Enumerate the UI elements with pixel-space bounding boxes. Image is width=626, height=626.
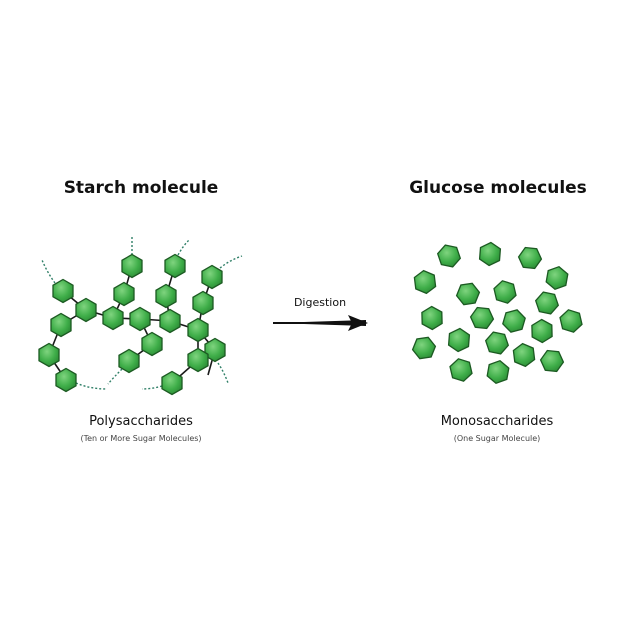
starch-sugar-unit	[141, 331, 163, 357]
glucose-molecule	[455, 282, 481, 306]
starch-sugar-unit	[50, 312, 72, 338]
dashed-end	[141, 385, 163, 390]
arrow-shaft	[273, 320, 366, 326]
glucose-molecule	[534, 291, 560, 315]
digestion-label: Digestion	[293, 296, 347, 309]
dashed-end	[75, 382, 108, 390]
glucose-molecule	[478, 241, 502, 267]
starch-sugar-unit	[75, 297, 97, 323]
starch-sugar-unit	[129, 306, 151, 332]
glucose-molecule	[447, 327, 471, 353]
starch-sugar-unit	[187, 347, 209, 373]
left-loop-link	[48, 309, 87, 381]
glucose-hexagons	[411, 241, 583, 385]
monosaccharides-note: (One Sugar Molecule)	[453, 434, 541, 443]
starch-sugar-unit	[113, 281, 135, 307]
monosaccharides-label: Monosaccharides	[440, 414, 554, 429]
glucose-molecule	[493, 280, 517, 304]
dashed-end	[41, 259, 56, 284]
starch-sugar-unit	[192, 290, 214, 316]
starch-sugar-unit	[55, 367, 77, 393]
glucose-title: Glucose molecules	[409, 178, 587, 198]
glucose-molecule	[411, 336, 437, 360]
starch-sugar-unit	[201, 264, 223, 290]
glucose-molecule	[517, 246, 543, 270]
dashed-end	[107, 368, 123, 385]
starch-sugar-unit	[102, 305, 124, 331]
glucose-molecule	[531, 318, 553, 344]
glucose-molecule	[502, 309, 526, 333]
starch-dashed-ends	[41, 236, 243, 390]
glucose-molecule	[559, 309, 583, 333]
glucose-molecule	[484, 331, 510, 355]
starch-sugar-unit	[118, 348, 140, 374]
glucose-molecule	[539, 349, 565, 373]
starch-sugar-unit	[187, 317, 209, 343]
starch-sugar-unit	[52, 278, 74, 304]
starch-sugar-unit	[121, 253, 143, 279]
glucose-molecule	[512, 342, 536, 368]
dashed-end	[219, 255, 243, 269]
glucose-molecule	[421, 305, 443, 331]
starch-sugar-unit	[38, 342, 60, 368]
starch-title: Starch molecule	[63, 178, 219, 198]
glucose-molecule	[545, 265, 569, 291]
glucose-molecule	[436, 244, 462, 268]
polysaccharides-note: (Ten or More Sugar Molecules)	[80, 434, 202, 443]
glucose-molecule	[469, 306, 495, 330]
dashed-end	[177, 239, 190, 256]
starch-sugar-unit	[159, 308, 181, 334]
polysaccharides-label: Polysaccharides	[89, 414, 193, 429]
starch-sugar-unit	[161, 370, 183, 396]
glucose-molecule	[486, 359, 510, 385]
starch-hexagons	[38, 253, 226, 396]
starch-sugar-unit	[204, 337, 226, 363]
starch-sugar-unit	[164, 253, 186, 279]
glucose-molecule	[449, 358, 473, 382]
glucose-molecule	[413, 269, 437, 295]
dashed-end	[217, 362, 229, 384]
starch-sugar-unit	[155, 283, 177, 309]
